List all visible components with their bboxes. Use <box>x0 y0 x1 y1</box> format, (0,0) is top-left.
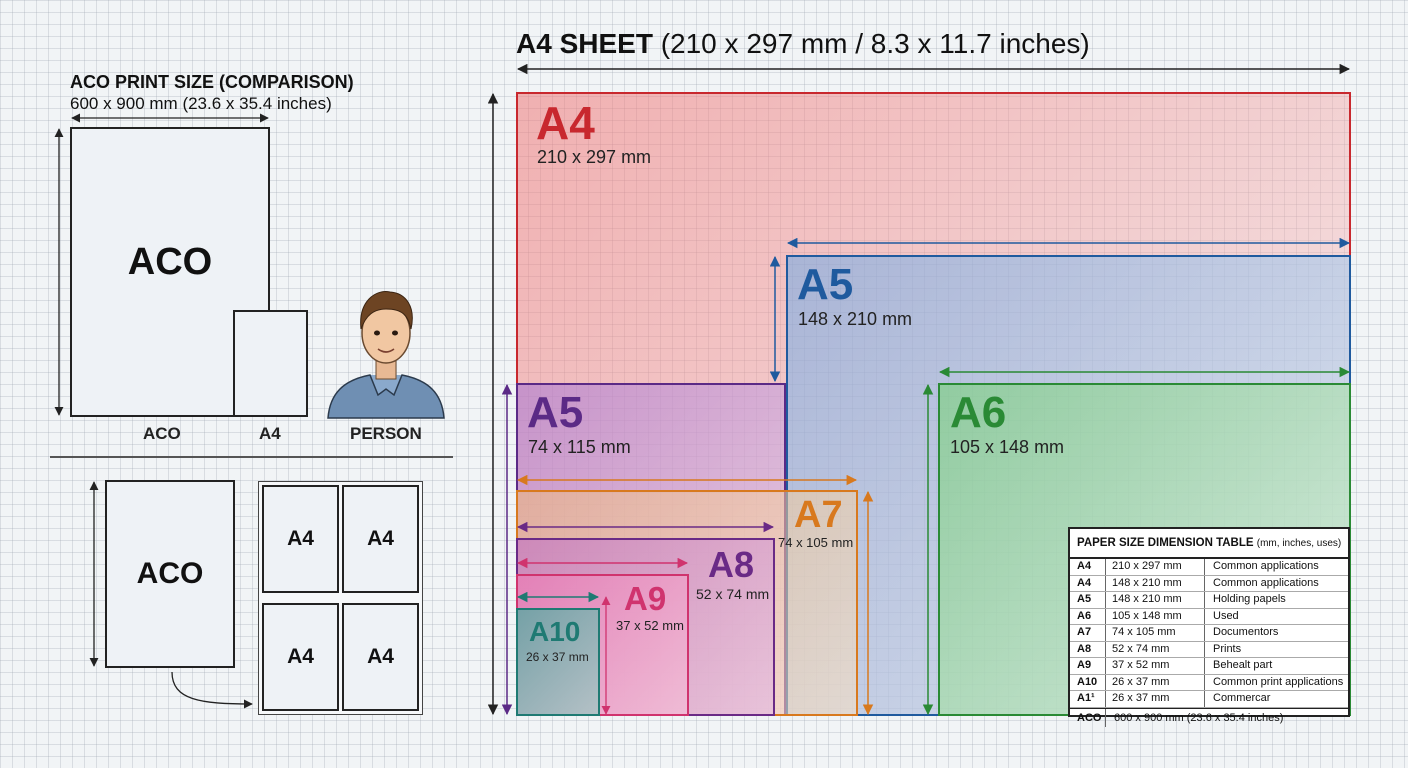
tile-label: A4 <box>367 645 394 668</box>
table-cell-use: Commercar <box>1213 692 1271 704</box>
tile-label: A4 <box>287 527 314 550</box>
tile-label: A4 <box>367 527 394 550</box>
tiling-curve-arrow <box>171 671 253 709</box>
a9-name: A9 <box>624 580 667 617</box>
caption-a4: A4 <box>259 424 281 443</box>
tile-label: A4 <box>287 645 314 668</box>
table-cell-size: A4 <box>1070 559 1106 575</box>
a5-left-dims: 74 x 115 mm <box>528 437 631 457</box>
table-cell-dims: 600 x 900 mm (23.6 x 35.4 inches) <box>1114 711 1284 724</box>
table-row-aco: ACO 600 x 900 mm (23.6 x 35.4 inches) <box>1070 707 1348 727</box>
table-cell-dims: 148 x 210 mm <box>1106 592 1205 608</box>
table-cell-use: Prints <box>1213 642 1242 655</box>
person-icon <box>327 291 445 419</box>
caption-person: PERSON <box>350 424 422 443</box>
a6-name: A6 <box>950 388 1007 437</box>
a10-name: A10 <box>529 616 581 647</box>
table-cell-size: A10 <box>1070 674 1106 690</box>
aco-tiling-box: ACO <box>105 480 235 668</box>
aco-tiling-label: ACO <box>136 557 204 590</box>
table-cell-size: A5 <box>1070 592 1106 608</box>
table-cell-size: A6 <box>1070 608 1106 624</box>
comparison-title: ACO PRINT SIZE (COMPARISON) <box>70 72 354 92</box>
tile-a4-1: A4 <box>262 485 339 593</box>
comparison-subtitle: 600 x 900 mm (23.6 x 35.4 inches) <box>70 94 332 113</box>
a6-dims: 105 x 148 mm <box>950 437 1065 457</box>
section-divider <box>50 456 453 458</box>
a7-name: A7 <box>794 494 843 536</box>
table-cell-use: Documentors <box>1213 626 1279 638</box>
table-cell-use: Common print applications <box>1213 675 1344 688</box>
table-cell-dims: 26 x 37 mm <box>1106 674 1205 690</box>
sheet-title: A4 SHEET (210 x 297 mm / 8.3 x 11.7 inch… <box>516 28 1090 59</box>
caption-aco: ACO <box>143 424 181 443</box>
a7-dims: 74 x 105 mm <box>778 535 854 550</box>
table-cell-size: A9 <box>1070 658 1106 674</box>
table-cell-size: A1¹ <box>1070 691 1106 707</box>
a5-top-dims: 148 x 210 mm <box>798 309 913 329</box>
a4-name: A4 <box>536 97 595 149</box>
table-cell-use: Used <box>1213 609 1239 622</box>
a4-compare-box <box>233 310 308 417</box>
aco-label: ACO <box>127 240 213 283</box>
tile-a4-2: A4 <box>342 485 419 593</box>
table-cell-use: Common applications <box>1213 576 1319 589</box>
table-cell-dims: 210 x 297 mm <box>1106 559 1205 575</box>
table-cell-dims: 148 x 210 mm <box>1106 575 1205 591</box>
table-cell-use: Holding papels <box>1213 593 1286 605</box>
tile-a4-3: A4 <box>262 603 339 711</box>
table-cell-use: Behealt part <box>1213 659 1273 671</box>
a10-box <box>516 608 600 716</box>
table-cell-size: A7 <box>1070 625 1106 641</box>
paper-size-table: PAPER SIZE DIMENSION TABLE (mm, inches, … <box>1068 527 1350 727</box>
a8-name: A8 <box>708 544 755 585</box>
a8-dims: 52 x 74 mm <box>696 586 770 602</box>
a5-left-name: A5 <box>527 388 584 437</box>
aco-print-box: ACO <box>70 127 270 417</box>
table-cell-dims: 26 x 37 mm <box>1106 691 1205 707</box>
table-title: PAPER SIZE DIMENSION TABLE (mm, inches, … <box>1070 529 1348 559</box>
a10-dims: 26 x 37 mm <box>526 650 589 664</box>
table-cell-dims: 74 x 105 mm <box>1106 625 1205 641</box>
table-cell-size: ACO <box>1070 708 1106 727</box>
tile-a4-4: A4 <box>342 603 419 711</box>
table-cell-dims: 105 x 148 mm <box>1106 608 1205 624</box>
a4-dims: 210 x 297 mm <box>537 147 652 167</box>
table-cell-size: A4 <box>1070 575 1106 591</box>
a5-top-name: A5 <box>797 260 854 309</box>
table-cell-dims: 52 x 74 mm <box>1106 641 1205 657</box>
table-cell-size: A8 <box>1070 641 1106 657</box>
a9-dims: 37 x 52 mm <box>616 618 684 633</box>
table-cell-dims: 37 x 52 mm <box>1106 658 1205 674</box>
table-cell-use: Common applications <box>1213 560 1319 572</box>
